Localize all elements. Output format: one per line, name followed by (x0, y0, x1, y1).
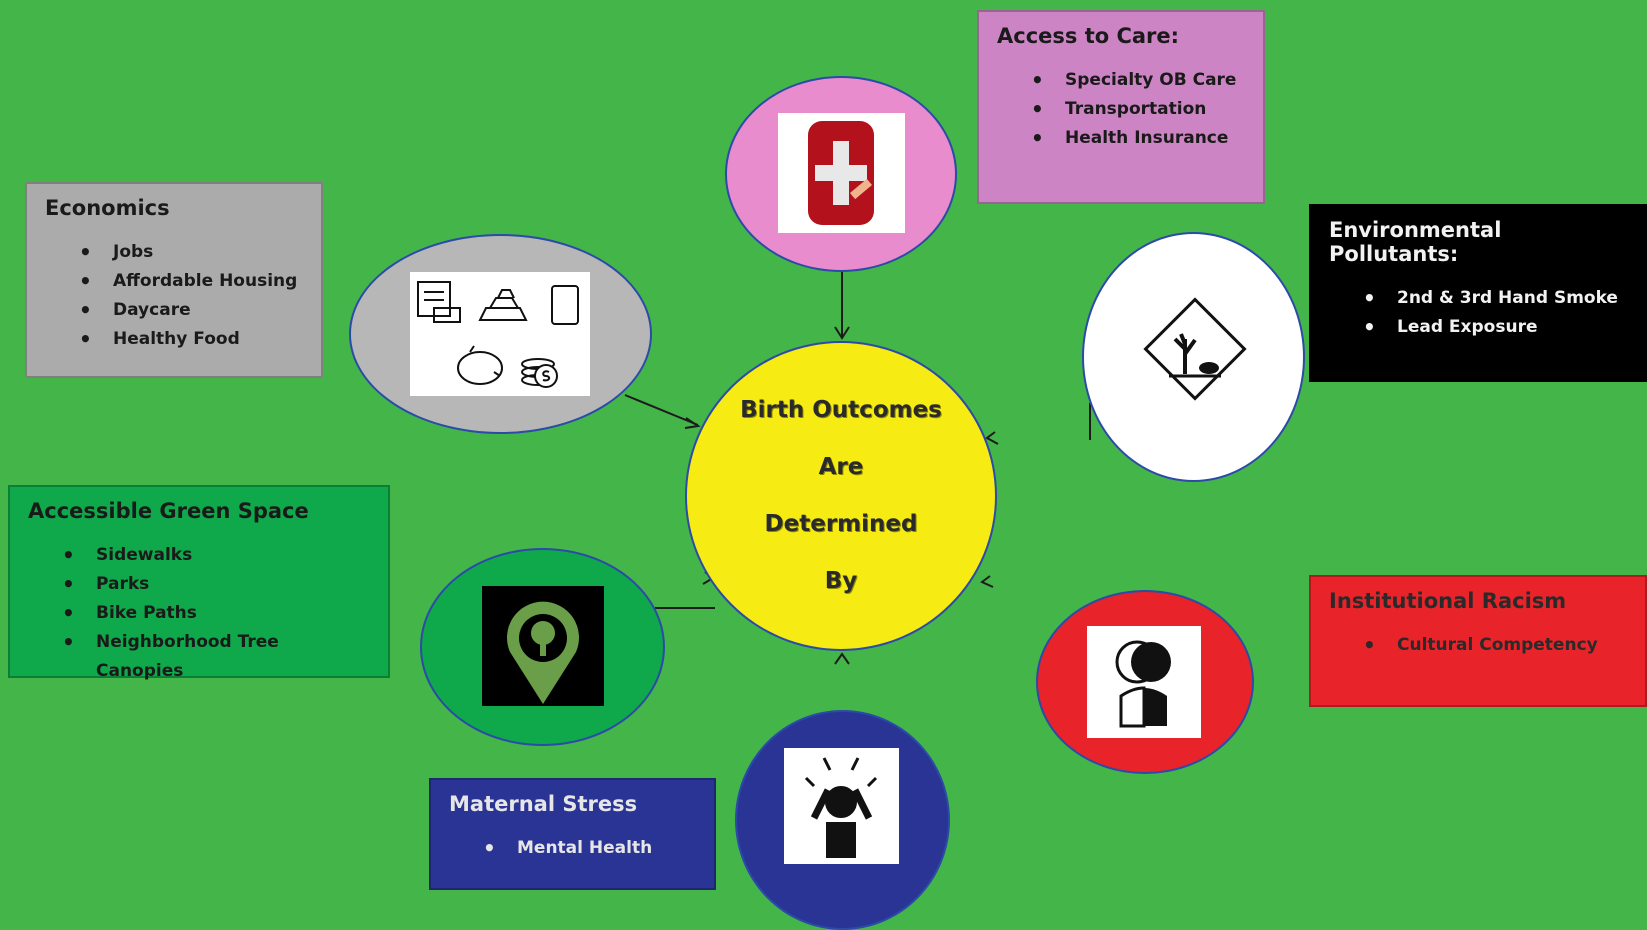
list-item: Affordable Housing (45, 267, 303, 296)
green-title: Accessible Green Space (28, 499, 309, 523)
list-item: 2nd & 3rd Hand Smoke (1329, 284, 1627, 313)
list-item: Lead Exposure (1329, 313, 1627, 342)
access-title: Access to Care: (997, 24, 1180, 48)
access-to-care-box: Access to Care: Specialty OB Care Transp… (977, 10, 1265, 204)
list-item: Health Insurance (997, 124, 1245, 153)
list-item: Daycare (45, 296, 303, 325)
center-circle: Birth Outcomes Are Determined By (685, 341, 997, 651)
list-item: Jobs (45, 238, 303, 267)
racism-title: Institutional Racism (1329, 589, 1567, 613)
economics-title: Economics (45, 196, 170, 220)
cultural-heads-icon (1087, 626, 1201, 738)
stressed-person-icon (784, 748, 899, 864)
center-line-1: Birth Outcomes (740, 397, 942, 423)
list-item: Parks (28, 570, 370, 599)
maternal-stress-box: Maternal Stress Mental Health (429, 778, 716, 890)
list-item: Cultural Competency (1329, 631, 1627, 660)
environment-circle (1082, 232, 1305, 482)
center-line-4: By (824, 568, 858, 594)
money-icon (410, 272, 590, 396)
list-item: Transportation (997, 95, 1245, 124)
environment-title: Environmental Pollutants: (1329, 218, 1502, 266)
environmental-hazard-icon (1135, 284, 1255, 414)
arrow-economics (624, 394, 699, 426)
list-item: Mental Health (449, 834, 696, 863)
institutional-racism-box: Institutional Racism Cultural Competency (1309, 575, 1647, 707)
economics-box: Economics Jobs Affordable Housing Daycar… (25, 182, 323, 378)
tree-location-icon (482, 586, 604, 706)
center-line-3: Determined (764, 511, 918, 537)
green-space-box: Accessible Green Space Sidewalks Parks B… (8, 485, 390, 681)
list-item: Sidewalks (28, 541, 370, 570)
green-circle (420, 548, 665, 746)
list-item: Neighborhood Tree Canopies (28, 628, 370, 686)
stress-title: Maternal Stress (449, 792, 638, 816)
list-item: Specialty OB Care (997, 66, 1245, 95)
list-item: Bike Paths (28, 599, 370, 628)
first-aid-kit-icon (778, 113, 905, 233)
center-line-2: Are (818, 454, 864, 480)
list-item: Healthy Food (45, 325, 303, 354)
environmental-pollutants-box: Environmental Pollutants: 2nd & 3rd Hand… (1309, 204, 1647, 382)
connector-arrows (624, 272, 1091, 665)
